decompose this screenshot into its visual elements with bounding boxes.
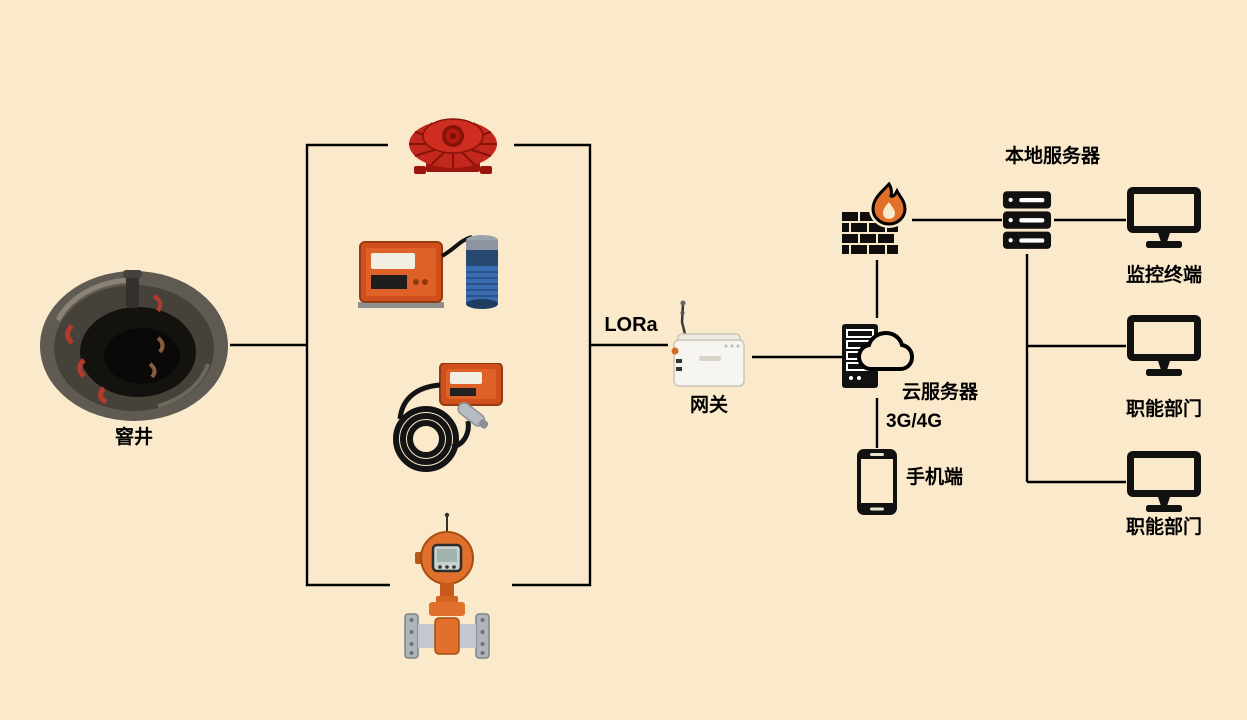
flowmeter-graphic (404, 512, 490, 659)
department-label-2: 职能部门 (1126, 517, 1203, 538)
monitor-icon-3 (1126, 450, 1202, 514)
cloud-server-graphic (842, 324, 914, 388)
sensor-group-left-bracket (305, 143, 390, 587)
gateway-graphic (671, 300, 745, 387)
local-server-label: 本地服务器 (1004, 146, 1100, 167)
gateway-label: 网关 (689, 395, 728, 416)
local-server-icon (1002, 190, 1052, 254)
monitor-graphic-2 (1127, 315, 1201, 376)
gateway-icon (666, 298, 752, 392)
cellular-label: 3G/4G (886, 411, 942, 432)
manhole-label: 窨井 (114, 427, 153, 448)
ultrasonic-level-sensor-graphic (358, 235, 498, 309)
monitor-graphic-3 (1127, 451, 1201, 512)
monitoring-terminal-label: 监控终端 (1126, 265, 1203, 286)
firewall-graphic (842, 182, 910, 254)
alarm-graphic (409, 118, 497, 174)
phone-graphic (857, 449, 897, 515)
firewall-icon (842, 182, 912, 260)
cloud-server-icon (838, 316, 914, 396)
department-label-1: 职能部门 (1126, 399, 1203, 420)
alarm-icon (402, 100, 504, 180)
sensor-group-right-bracket (512, 143, 592, 587)
manhole-photo-graphic (40, 270, 228, 421)
monitor-icon-1 (1126, 186, 1202, 250)
manhole-photo (38, 268, 230, 423)
submersible-level-sensor-graphic (393, 363, 503, 472)
monitor-icon-2 (1126, 314, 1202, 378)
phone-label: 手机端 (906, 467, 964, 488)
submersible-level-sensor-icon (380, 363, 508, 477)
phone-icon (856, 448, 898, 516)
cloud-server-label: 云服务器 (902, 382, 979, 403)
local-server-graphic (1002, 191, 1052, 249)
monitor-graphic-1 (1127, 187, 1201, 248)
ultrasonic-level-sensor-icon (358, 226, 506, 314)
lora-label: LORa (604, 314, 658, 336)
flowmeter-icon (399, 512, 495, 664)
